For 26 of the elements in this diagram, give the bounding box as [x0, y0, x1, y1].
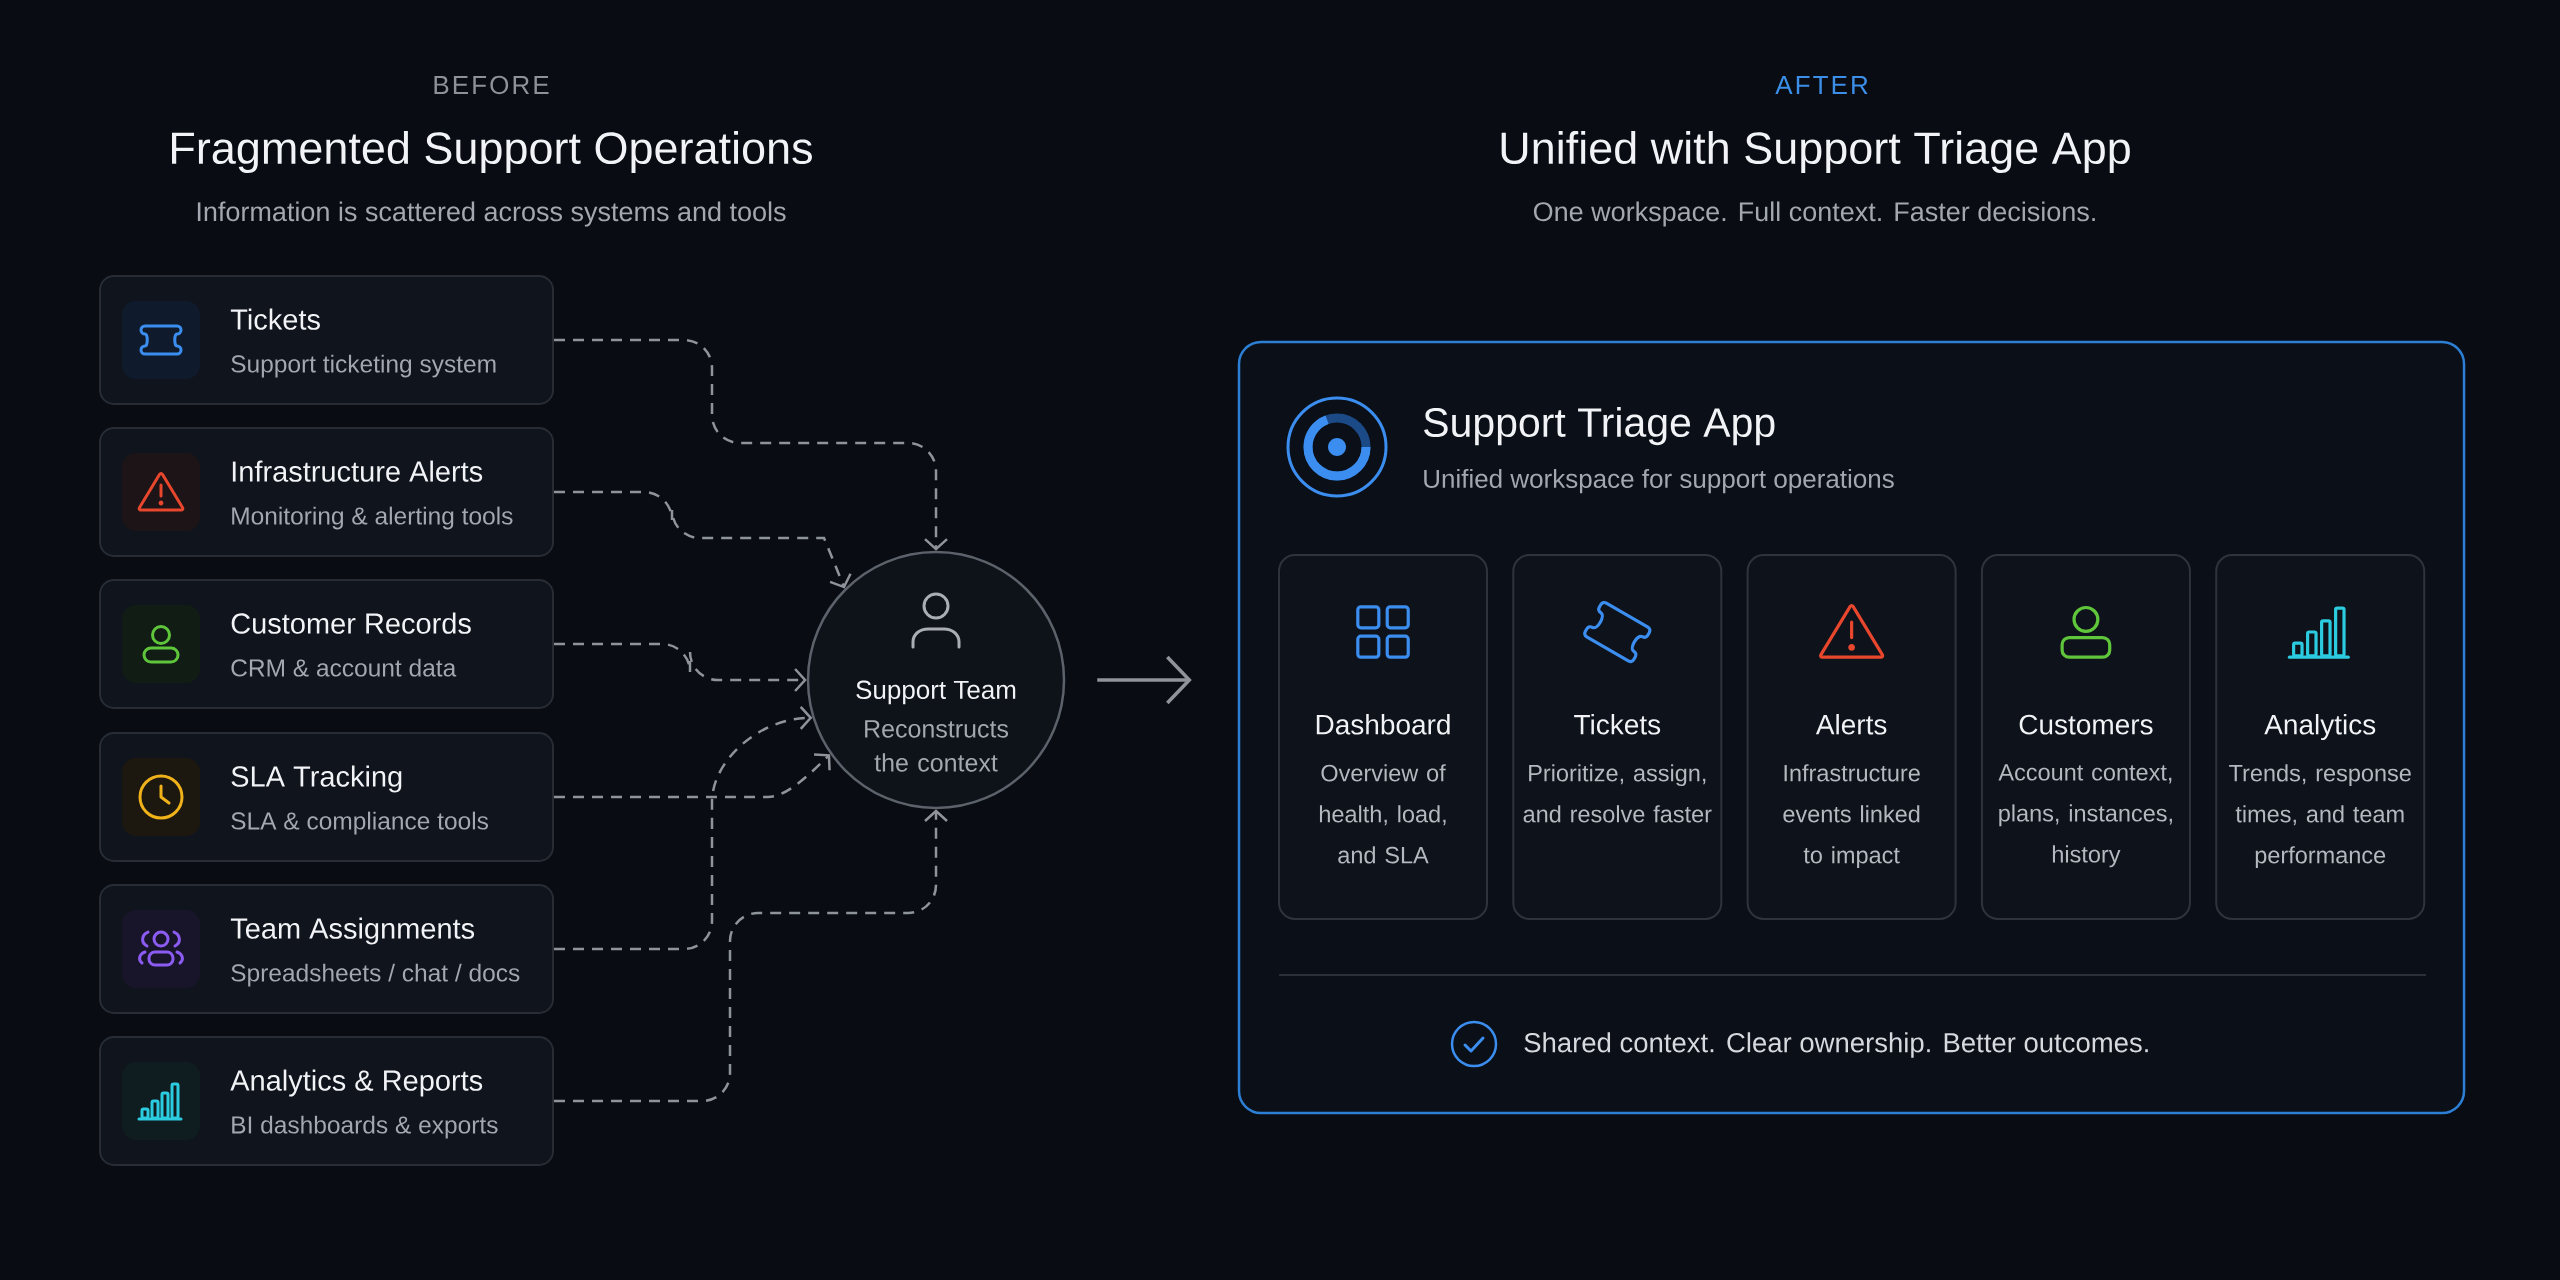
source-card: Tickets Support ticketing system: [99, 275, 554, 405]
feature-card: Tickets Prioritize, assign, and resolve faster: [1512, 554, 1723, 920]
dashed-arrow: [554, 753, 831, 799]
source-card: Infrastructure Alerts Monitoring & alerting tools: [99, 427, 554, 557]
footer-text: Shared context. Clear ownership. Better outcomes.: [1524, 1032, 2148, 1058]
panel-subtitle: Unified workspace for support operations: [1424, 468, 1894, 494]
section-subheading: One workspace. Full context. Faster decisions.: [1533, 201, 2095, 227]
feature-card: Alerts Infrastructure events linked to impact: [1746, 554, 1957, 920]
source-card: Analytics & Reports BI dashboards & exports: [99, 1036, 554, 1166]
panel-title: Support Triage App: [1424, 406, 1775, 446]
section-heading: Unified with Support Triage App: [1501, 131, 2130, 173]
dashed-arrow: [554, 490, 852, 589]
dashed-arrow: [554, 809, 948, 1103]
section-label: AFTER: [1775, 76, 1868, 94]
feature-card: Customers Account context, plans, instances, history: [1980, 554, 2191, 920]
section-heading: Fragmented Support Operations: [172, 131, 812, 173]
dashed-arrow: [554, 338, 948, 551]
section-subheading: Information is scattered across systems and tools: [197, 201, 786, 227]
dashed-arrow: [554, 706, 813, 951]
dashed-arrow: [554, 642, 807, 692]
source-card: Team Assignments Spreadsheets / chat / docs: [99, 884, 554, 1014]
feature-card: Dashboard Overview of health, load, and SLA: [1278, 554, 1488, 920]
feature-card: Analytics Trends, response times, and team performance: [2215, 554, 2426, 920]
section-label: BEFORE: [434, 75, 549, 95]
source-card: Customer Records CRM & account data: [99, 579, 554, 709]
source-card: SLA Tracking SLA & compliance tools: [99, 732, 554, 862]
